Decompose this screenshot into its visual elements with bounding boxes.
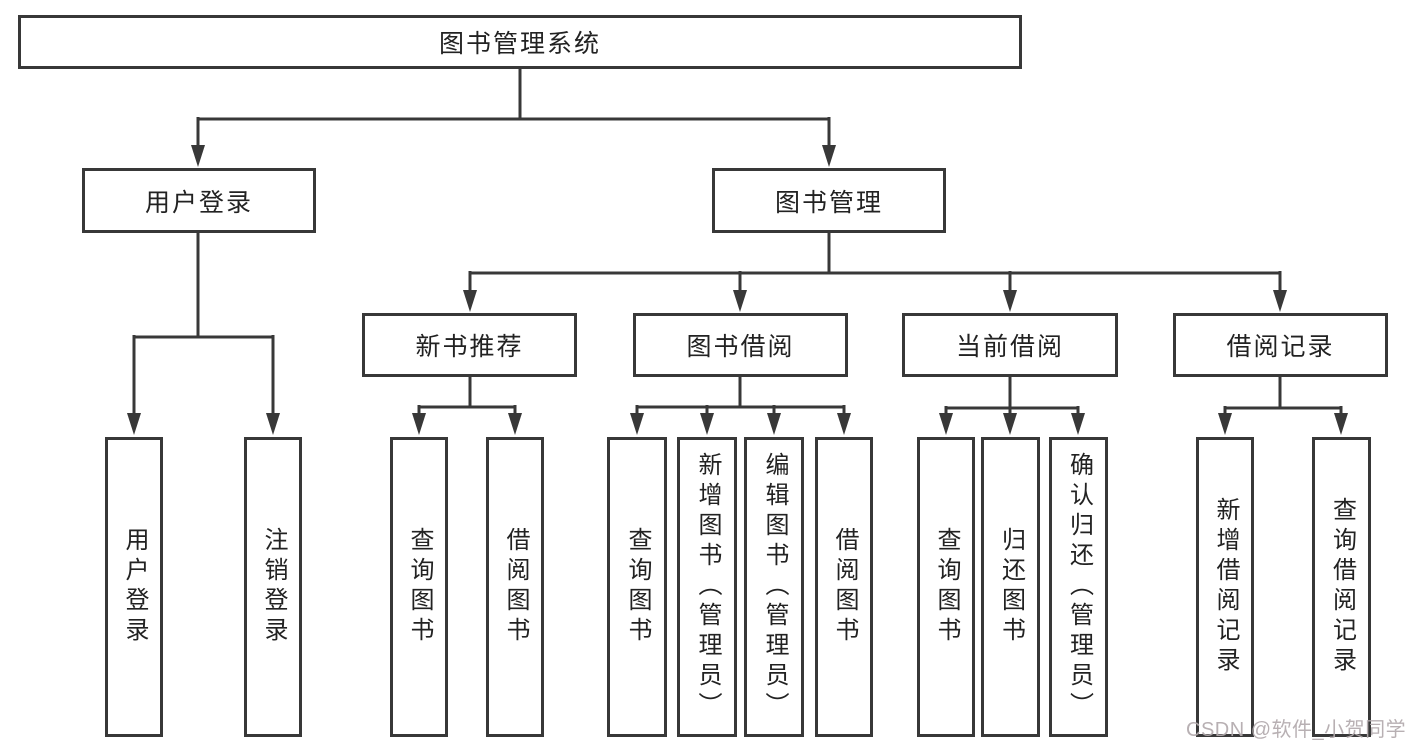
leaf-add-borrow-record: 新增借阅记录: [1196, 437, 1254, 737]
connector-current: [944, 375, 1080, 415]
arrow-down-icon: [939, 413, 953, 435]
leaf-confirm-return-admin: 确认归还（管理员）: [1049, 437, 1108, 737]
arrow-down-icon: [127, 413, 141, 435]
connector-recommend: [417, 375, 517, 415]
leaf-query-books-borrow: 查询图书: [607, 437, 667, 737]
arrow-down-icon: [1218, 413, 1232, 435]
leaf-query-books-recommend: 查询图书: [390, 437, 448, 737]
connector-records: [1223, 375, 1343, 415]
arrow-down-icon: [733, 290, 747, 312]
node-borrow-records: 借阅记录: [1173, 313, 1388, 377]
leaf-borrow-books-borrow: 借阅图书: [815, 437, 873, 737]
leaf-borrow-books-recommend: 借阅图书: [486, 437, 544, 737]
node-current-borrow: 当前借阅: [902, 313, 1118, 377]
arrow-down-icon: [463, 290, 477, 312]
leaf-return-books: 归还图书: [981, 437, 1040, 737]
leaf-query-borrow-record: 查询借阅记录: [1312, 437, 1371, 737]
node-book-borrow: 图书借阅: [633, 313, 848, 377]
leaf-logout: 注销登录: [244, 437, 302, 737]
arrow-down-icon: [837, 413, 851, 435]
arrow-down-icon: [1273, 290, 1287, 312]
arrow-down-icon: [630, 413, 644, 435]
node-new-book-recommend: 新书推荐: [362, 313, 577, 377]
node-book-management: 图书管理: [712, 168, 946, 233]
arrow-down-icon: [767, 413, 781, 435]
arrow-down-icon: [1003, 413, 1017, 435]
arrow-down-icon: [191, 145, 205, 167]
arrow-down-icon: [822, 145, 836, 167]
leaf-add-books-admin: 新增图书（管理员）: [677, 437, 737, 737]
node-user-login: 用户登录: [82, 168, 316, 233]
connector-mgmt: [468, 231, 1282, 292]
connector-login: [132, 231, 275, 415]
connector-root: [196, 68, 831, 147]
arrow-down-icon: [1071, 413, 1085, 435]
leaf-user-login: 用户登录: [105, 437, 163, 737]
connector-borrow: [635, 375, 846, 415]
arrow-down-icon: [412, 413, 426, 435]
arrow-down-icon: [508, 413, 522, 435]
leaf-query-books-current: 查询图书: [917, 437, 975, 737]
arrow-down-icon: [1334, 413, 1348, 435]
node-root: 图书管理系统: [18, 15, 1022, 69]
csdn-watermark: CSDN @软件_小贺同学: [1186, 719, 1405, 741]
arrow-down-icon: [700, 413, 714, 435]
arrow-down-icon: [1003, 290, 1017, 312]
leaf-edit-books-admin: 编辑图书（管理员）: [744, 437, 804, 737]
arrow-down-icon: [266, 413, 280, 435]
